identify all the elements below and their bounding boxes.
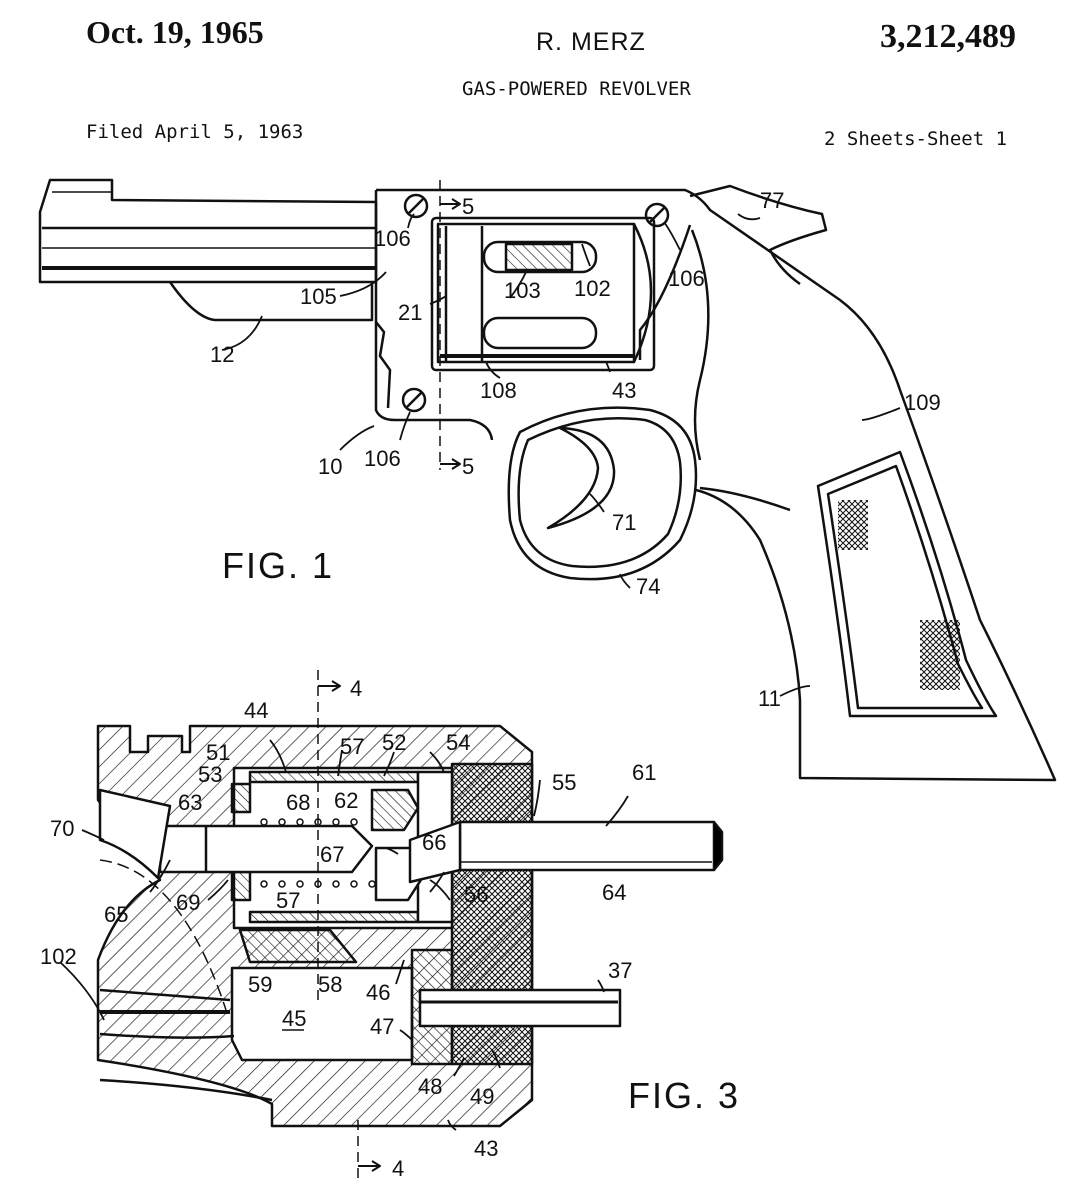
ref-44: 44 [244, 698, 268, 723]
ref-58: 58 [318, 972, 342, 997]
ref-106-c: 106 [364, 446, 401, 471]
ref-57-b: 57 [276, 888, 300, 913]
ref-62: 62 [334, 788, 358, 813]
ref-63: 63 [178, 790, 202, 815]
fig3-leaders [59, 739, 629, 1131]
section-line-4 [317, 670, 359, 1180]
ref-46: 46 [366, 980, 390, 1005]
ref-12: 12 [210, 342, 234, 367]
ref-55: 55 [552, 770, 576, 795]
fig1-leaders [221, 213, 901, 697]
ref-64: 64 [602, 880, 626, 905]
trigger-guard [507, 406, 698, 581]
frame-screws [401, 193, 670, 413]
ref-43: 43 [612, 378, 636, 403]
ref-61: 61 [632, 760, 656, 785]
patent-title: GAS-POWERED REVOLVER [462, 78, 691, 100]
figure-1-revolver: FIG. 1 5 5 106 106 106 77 105 103 102 21… [38, 178, 1057, 782]
ref-5-bottom: 5 [462, 454, 474, 479]
ref-52: 52 [382, 730, 406, 755]
ref-10: 10 [318, 454, 342, 479]
ref-45: 45 [282, 1006, 306, 1031]
ref-105: 105 [300, 284, 337, 309]
lower-chamber [230, 928, 622, 1066]
ref-21: 21 [398, 300, 422, 325]
ref-102: 102 [40, 944, 77, 969]
trigger [546, 426, 616, 530]
ref-56: 56 [464, 882, 488, 907]
fig1-reference-numerals: 5 5 106 106 106 77 105 103 102 21 12 108… [210, 188, 941, 711]
ref-71: 71 [612, 510, 636, 535]
cylinder [430, 216, 656, 372]
fig3-caption: FIG. 3 [628, 1075, 740, 1116]
barrel-bore [99, 988, 273, 1102]
filing-date: Filed April 5, 1963 [86, 121, 304, 143]
ref-68: 68 [286, 790, 310, 815]
ref-47: 47 [370, 1014, 394, 1039]
ref-53: 53 [198, 762, 222, 787]
ejector-rod-housing [168, 281, 374, 322]
ref-103: 103 [504, 278, 541, 303]
ref-48: 48 [418, 1074, 442, 1099]
inventor-name: R. MERZ [536, 28, 646, 56]
patent-number: 3,212,489 [880, 18, 1016, 55]
fig1-caption: FIG. 1 [222, 545, 334, 586]
ref-66: 66 [422, 830, 446, 855]
patent-date: Oct. 19, 1965 [86, 14, 264, 50]
hammer [689, 184, 828, 286]
ref-54: 54 [446, 730, 470, 755]
ref-108: 108 [480, 378, 517, 403]
ref-49: 49 [470, 1084, 494, 1109]
frame [374, 188, 841, 441]
ref-106-b: 106 [668, 266, 705, 291]
grip [690, 229, 1057, 782]
ref-67: 67 [320, 842, 344, 867]
sheet-count: 2 Sheets-Sheet 1 [824, 128, 1008, 150]
ref-77: 77 [760, 188, 784, 213]
ref-51: 51 [206, 740, 230, 765]
barrel [38, 178, 378, 284]
ref-106-a: 106 [374, 226, 411, 251]
figure-3-valve-section: FIG. 3 4 4 44 57 52 54 51 53 55 61 68 62… [40, 670, 740, 1181]
ref-37: 37 [608, 958, 632, 983]
ref-5-top: 5 [462, 194, 474, 219]
cylinder-arc [99, 859, 227, 1011]
ref-57-a: 57 [340, 734, 364, 759]
ref-102: 102 [574, 276, 611, 301]
ref-11: 11 [758, 686, 781, 711]
ref-70: 70 [50, 816, 74, 841]
ref-43-fig3: 43 [474, 1136, 498, 1161]
ref-65: 65 [104, 902, 128, 927]
fig3-reference-numerals: 4 4 44 57 52 54 51 53 55 61 68 62 63 70 … [40, 676, 656, 1181]
ref-69: 69 [176, 890, 200, 915]
ref-74: 74 [636, 574, 660, 599]
valve-stem [158, 820, 724, 884]
ref-4-bottom: 4 [392, 1156, 404, 1181]
ref-4-top: 4 [350, 676, 362, 701]
ref-109: 109 [904, 390, 941, 415]
gas-passage [98, 788, 172, 880]
ref-59: 59 [248, 972, 272, 997]
